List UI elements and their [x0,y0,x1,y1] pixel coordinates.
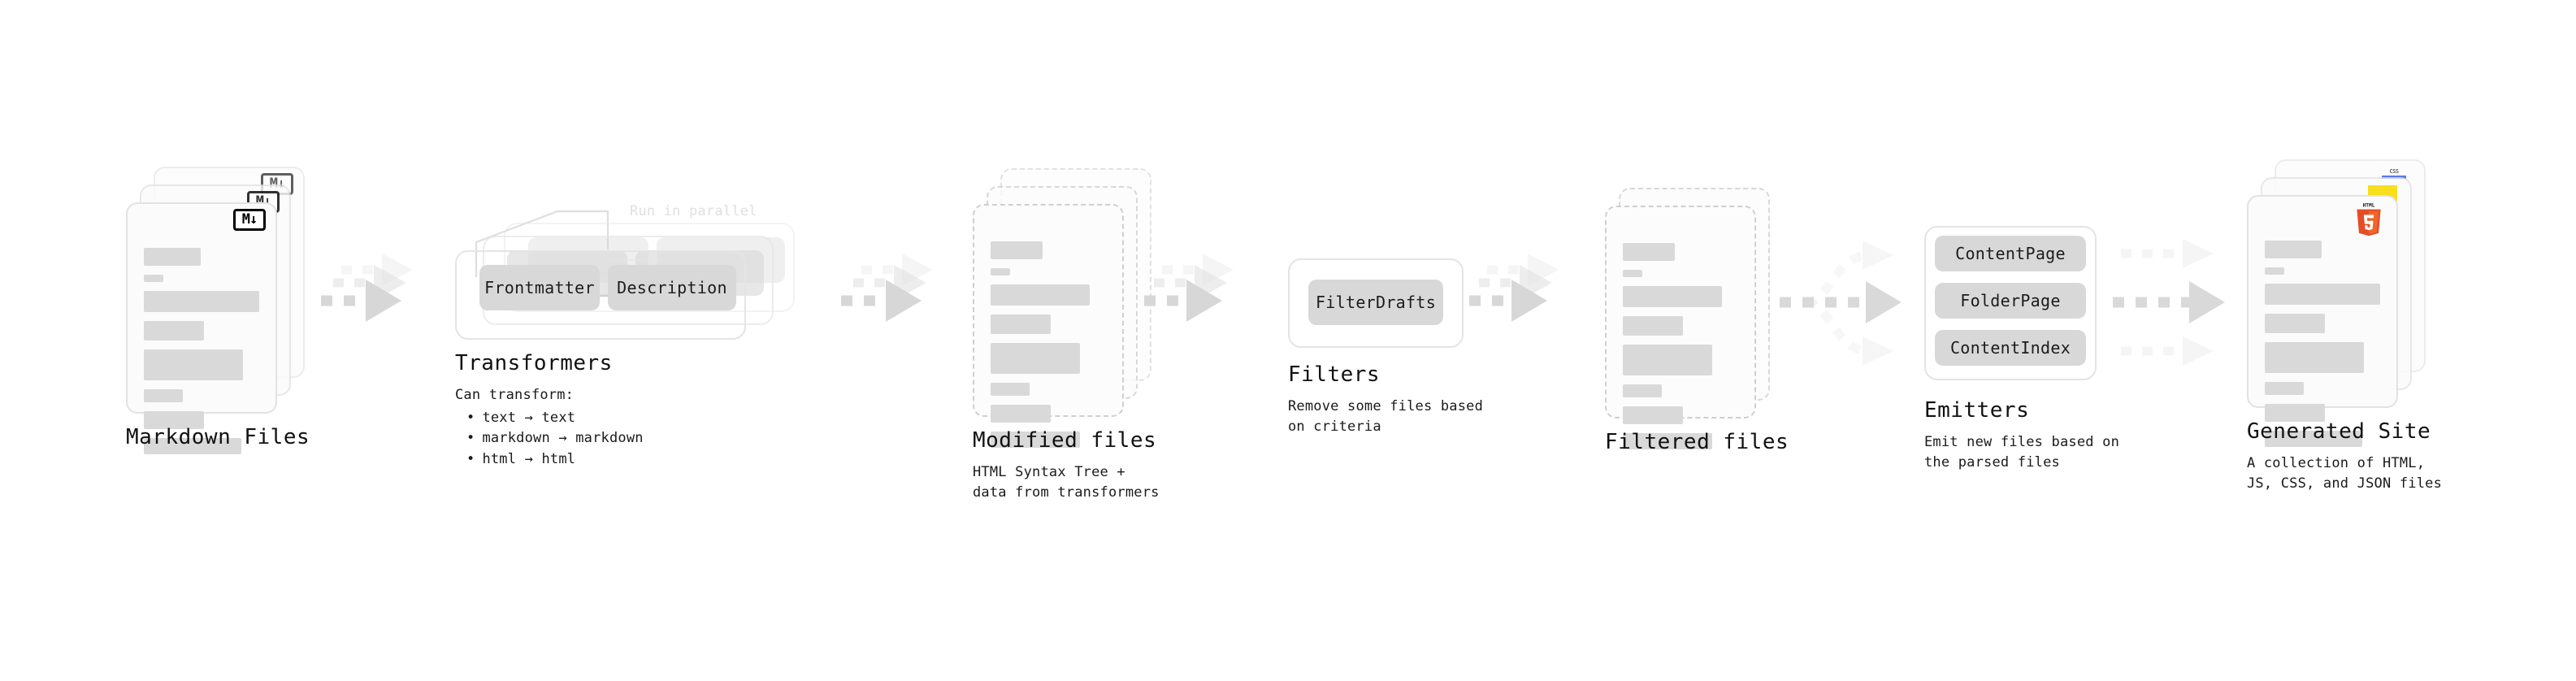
stage-title-emitters: Emitters [1924,398,2030,423]
stage-title-modified-files: Modified files [973,428,1157,453]
site-content-lines [2265,241,2380,456]
markdown-badge: M↓ [233,209,266,231]
chip-contentindex[interactable]: ContentIndex [1935,330,2086,366]
stage-transformers: Run in parallel [455,200,796,467]
capability-heading: Can transform: [455,387,575,403]
stage-filters: FilterDrafts Filters Remove some files b… [1288,258,1483,435]
svg-text:HTML: HTML [2363,202,2375,208]
arrow-markdown-to-transformers [321,254,413,322]
markdown-file-stack: M↓ M↓ M↓ [126,167,305,454]
capability-item-markdown: markdown → markdown [466,428,644,449]
arrow-filtered-to-emitters [1780,241,1902,366]
filters-group: FilterDrafts [1288,258,1467,348]
html5-badge: HTML [2357,202,2381,236]
modified-file-stack [973,168,1151,448]
capability-item-text: text → text [466,408,644,429]
transformer-group-stack: Frontmatter Description [455,200,796,340]
arrow-modified-to-filters [1144,254,1234,322]
filters-box [1288,258,1464,348]
emitters-box [1924,226,2097,380]
stage-title-generated-site: Generated Site [2247,419,2431,444]
run-in-parallel-label: Run in parallel [630,203,757,219]
stage-title-filters: Filters [1288,362,1381,387]
chip-frontmatter[interactable]: Frontmatter [479,265,600,310]
stage-title-filtered-files: Filtered files [1605,430,1789,454]
chip-filterdrafts[interactable]: FilterDrafts [1308,280,1443,325]
arrow-transformers-to-modified [841,254,933,322]
stage-subtitle-emitters: Emit new files based on the parsed files [1924,434,2120,471]
run-in-parallel-bracket [475,210,609,278]
doc-content-lines [144,248,259,463]
arrow-filters-to-filtered [1469,254,1559,322]
arrow-emitters-to-site [2113,239,2225,366]
emitters-group: ContentPage FolderPage ContentIndex [1924,226,2103,385]
generated-site-stack: CSS HTML [2247,159,2434,447]
modified-content-lines [991,241,1106,457]
stage-subtitle-generated-site: A collection of HTML, JS, CSS, and JSON … [2247,455,2443,492]
filtered-file-stack [1605,188,1784,449]
chip-folderpage[interactable]: FolderPage [1935,283,2086,319]
stage-title-transformers: Transformers [455,351,613,375]
modified-card-front [973,204,1124,417]
stage-emitters: ContentPage FolderPage ContentIndex Emit… [1924,226,2119,471]
stage-markdown-files: M↓ M↓ M↓ Markdown Files [126,167,310,454]
transformers-capability-list: Can transform: text → text markdown → ma… [455,385,644,470]
chip-contentpage[interactable]: ContentPage [1935,236,2086,271]
filtered-content-lines [1623,243,1738,458]
chip-description[interactable]: Description [608,265,736,310]
stage-filtered-files: Filtered files [1605,188,1789,454]
stage-modified-files: Modified files HTML Syntax Tree + data f… [973,168,1159,501]
stage-generated-site: CSS HTML Generated Site [2247,159,2442,492]
stage-subtitle-filters: Remove some files based on criteria [1288,398,1484,435]
filtered-card-front [1605,206,1756,419]
stage-title-markdown-files: Markdown Files [126,425,310,449]
stage-subtitle-modified-files: HTML Syntax Tree + data from transformer… [973,464,1160,501]
capability-item-html: html → html [466,449,644,471]
transformer-box-front [455,250,746,340]
